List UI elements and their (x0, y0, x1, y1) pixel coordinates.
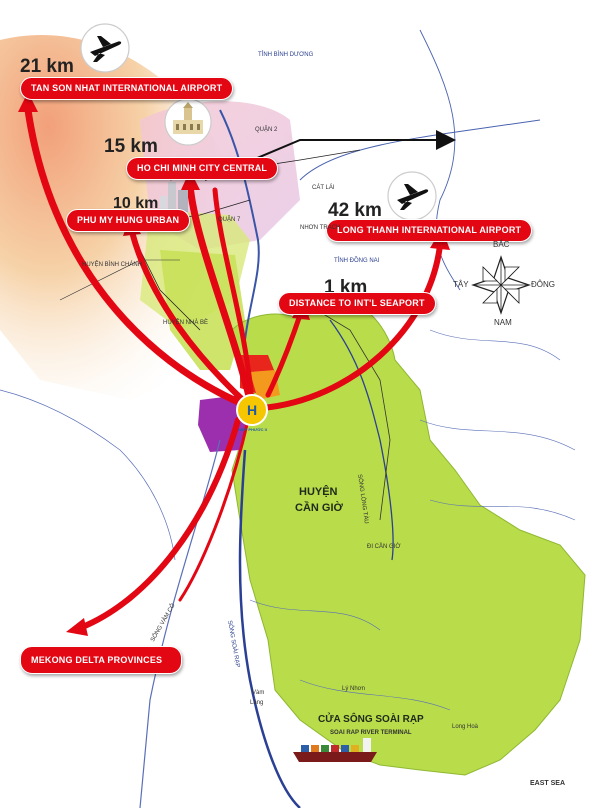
arrow-tan-son-nhat (24, 106, 249, 409)
airplane-icon-lt (387, 171, 437, 221)
river-right (419, 29, 461, 291)
label-long-thanh-airport: LONG THANH INTERNATIONAL AIRPORT (326, 219, 533, 242)
label-can-gio-1: HUYỆN (299, 486, 338, 498)
arrows (24, 106, 443, 631)
distance-hcmc-central: 15 km (104, 136, 158, 157)
can-gio-land (231, 299, 586, 776)
arrow-seaport (265, 312, 303, 398)
arrow-mekong (77, 417, 241, 631)
cargo-ship-icon (293, 738, 377, 762)
label-binh-chanh: HUYỆN BÌNH CHÁNH (82, 262, 143, 268)
label-cat-lai: CÁT LÁI (312, 185, 335, 191)
label-vam-lang-2: Láng (250, 700, 264, 706)
arrow-long-thanh (259, 242, 443, 411)
arrowhead-tan-son-nhat (18, 92, 38, 112)
logo-text: HIỆP PHƯỚC II (238, 427, 267, 432)
building-icon (160, 182, 188, 212)
label-can-gio-2: CẦN GIỜ (295, 502, 343, 514)
nha-be-area (160, 250, 245, 370)
compass-rose-icon (471, 255, 531, 315)
label-hcmc-central: HO CHI MINH CITY CENTRAL (126, 157, 279, 180)
label-seaport: DISTANCE TO INT'L SEAPORT (278, 292, 436, 315)
label-east-sea: EAST SEA (530, 780, 566, 787)
label-phu-my-hung: PHU MY HUNG URBAN (66, 209, 191, 232)
label-quan2: QUẬN 2 (255, 127, 278, 133)
airplane-icon-tsn (80, 23, 130, 73)
saigon-river (219, 109, 260, 341)
arrow-hcmc-2 (212, 187, 255, 405)
label-di-can-gio: ĐI CẦN GIỜ (367, 544, 401, 550)
arrow-mekong-2 (178, 418, 250, 602)
distance-phu-my-hung: 10 km (113, 195, 159, 212)
logo-glyph: H (247, 402, 257, 418)
label-mekong-delta: MEKONG DELTA PROVINCES (20, 646, 182, 674)
arrowhead-mekong (66, 618, 88, 636)
compass-south: NAM (494, 318, 512, 327)
long-tau-river (329, 319, 394, 561)
river-creeks-2 (0, 389, 176, 561)
arrow-phu-my-hung (129, 229, 248, 405)
road-4 (299, 299, 391, 521)
label-dong-nai: TỈNH ĐỒNG NAI (334, 258, 380, 264)
label-quan7: QUẬN 7 (218, 217, 241, 223)
label-tan-son-nhat-airport: TAN SON NHAT INTERNATIONAL AIRPORT (20, 77, 234, 100)
label-nha-be: HUYỆN NHÀ BÈ (163, 320, 209, 326)
dong-nai-river (299, 119, 541, 181)
distance-long-thanh: 42 km (328, 200, 382, 221)
arrowhead-hcmc (181, 170, 200, 190)
label-ly-nhon: Lý Nhơn (342, 686, 365, 692)
distance-tan-son-nhat: 21 km (20, 56, 74, 77)
river-thin-1 (139, 439, 221, 808)
soai-rap-river (238, 449, 301, 808)
compass-east: ĐÔNG (531, 280, 555, 289)
label-vam-lang-1: Vàm (252, 690, 265, 696)
label-long-hoa: Long Hoà (452, 724, 479, 730)
arrow-hcmc (186, 181, 254, 404)
logo-circle (236, 394, 268, 426)
label-cua-soai-rap: CỬA SÔNG SOÀI RẠP (318, 714, 424, 725)
label-terminal: SOAI RAP RIVER TERMINAL (330, 730, 412, 736)
label-binh-duong: TỈNH BÌNH DƯƠNG (258, 52, 314, 58)
city-hall-icon (164, 98, 212, 146)
hiep-phuoc-zone-orange (250, 370, 280, 400)
compass-west: TÂY (453, 280, 469, 289)
compass-north: BẮC (493, 240, 510, 249)
label-nhon-trach: NHƠN TRẠCH (300, 225, 341, 231)
river-creeks-1 (249, 329, 576, 711)
